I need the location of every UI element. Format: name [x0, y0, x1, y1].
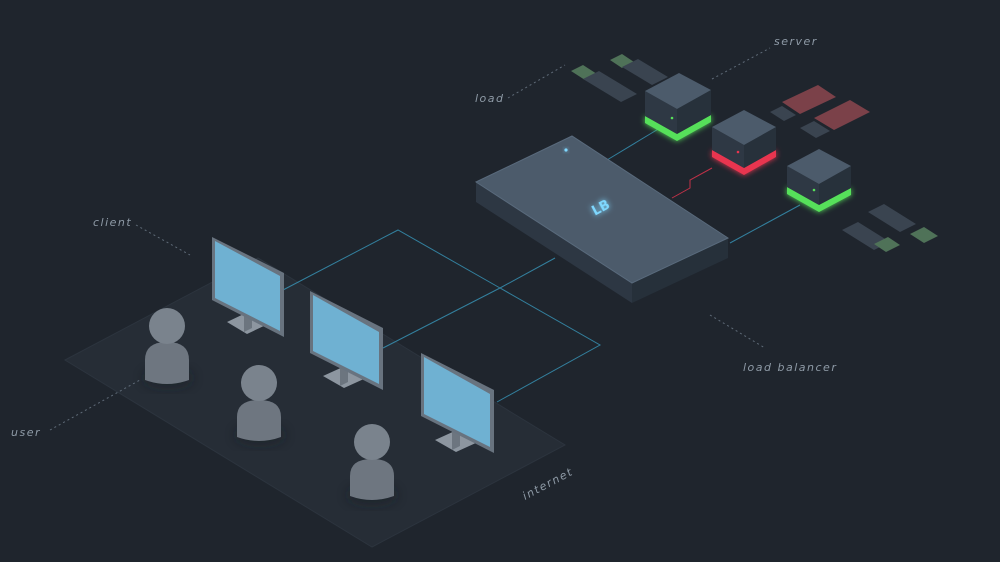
- user-figure-3: [348, 424, 396, 503]
- callout-lines: [49, 47, 771, 431]
- server-1-load-bars: [571, 54, 668, 102]
- user-figure-2: [236, 365, 284, 443]
- label-client: client: [93, 216, 132, 229]
- label-internet: internet: [520, 465, 575, 503]
- client-monitor-1: [212, 237, 284, 337]
- label-user: user: [11, 426, 41, 439]
- client-monitor-3: [421, 353, 494, 453]
- unhealthy-connection: [671, 167, 713, 199]
- connection-lines: [282, 127, 801, 403]
- user-figure-1: [144, 308, 192, 386]
- server-1: [645, 73, 711, 141]
- server-2-load-bars: [770, 85, 870, 138]
- load-balancer-device: LB: [474, 135, 730, 303]
- client-monitor-2: [310, 291, 383, 390]
- lb-status-led: [564, 148, 568, 152]
- server-3-load-bars: [842, 204, 938, 252]
- label-load-balancer: load balancer: [743, 361, 837, 374]
- label-load: load: [475, 92, 505, 105]
- label-server: server: [774, 35, 818, 48]
- server-3: [787, 149, 851, 212]
- internet-platform: [63, 257, 567, 548]
- server-2: [712, 110, 776, 175]
